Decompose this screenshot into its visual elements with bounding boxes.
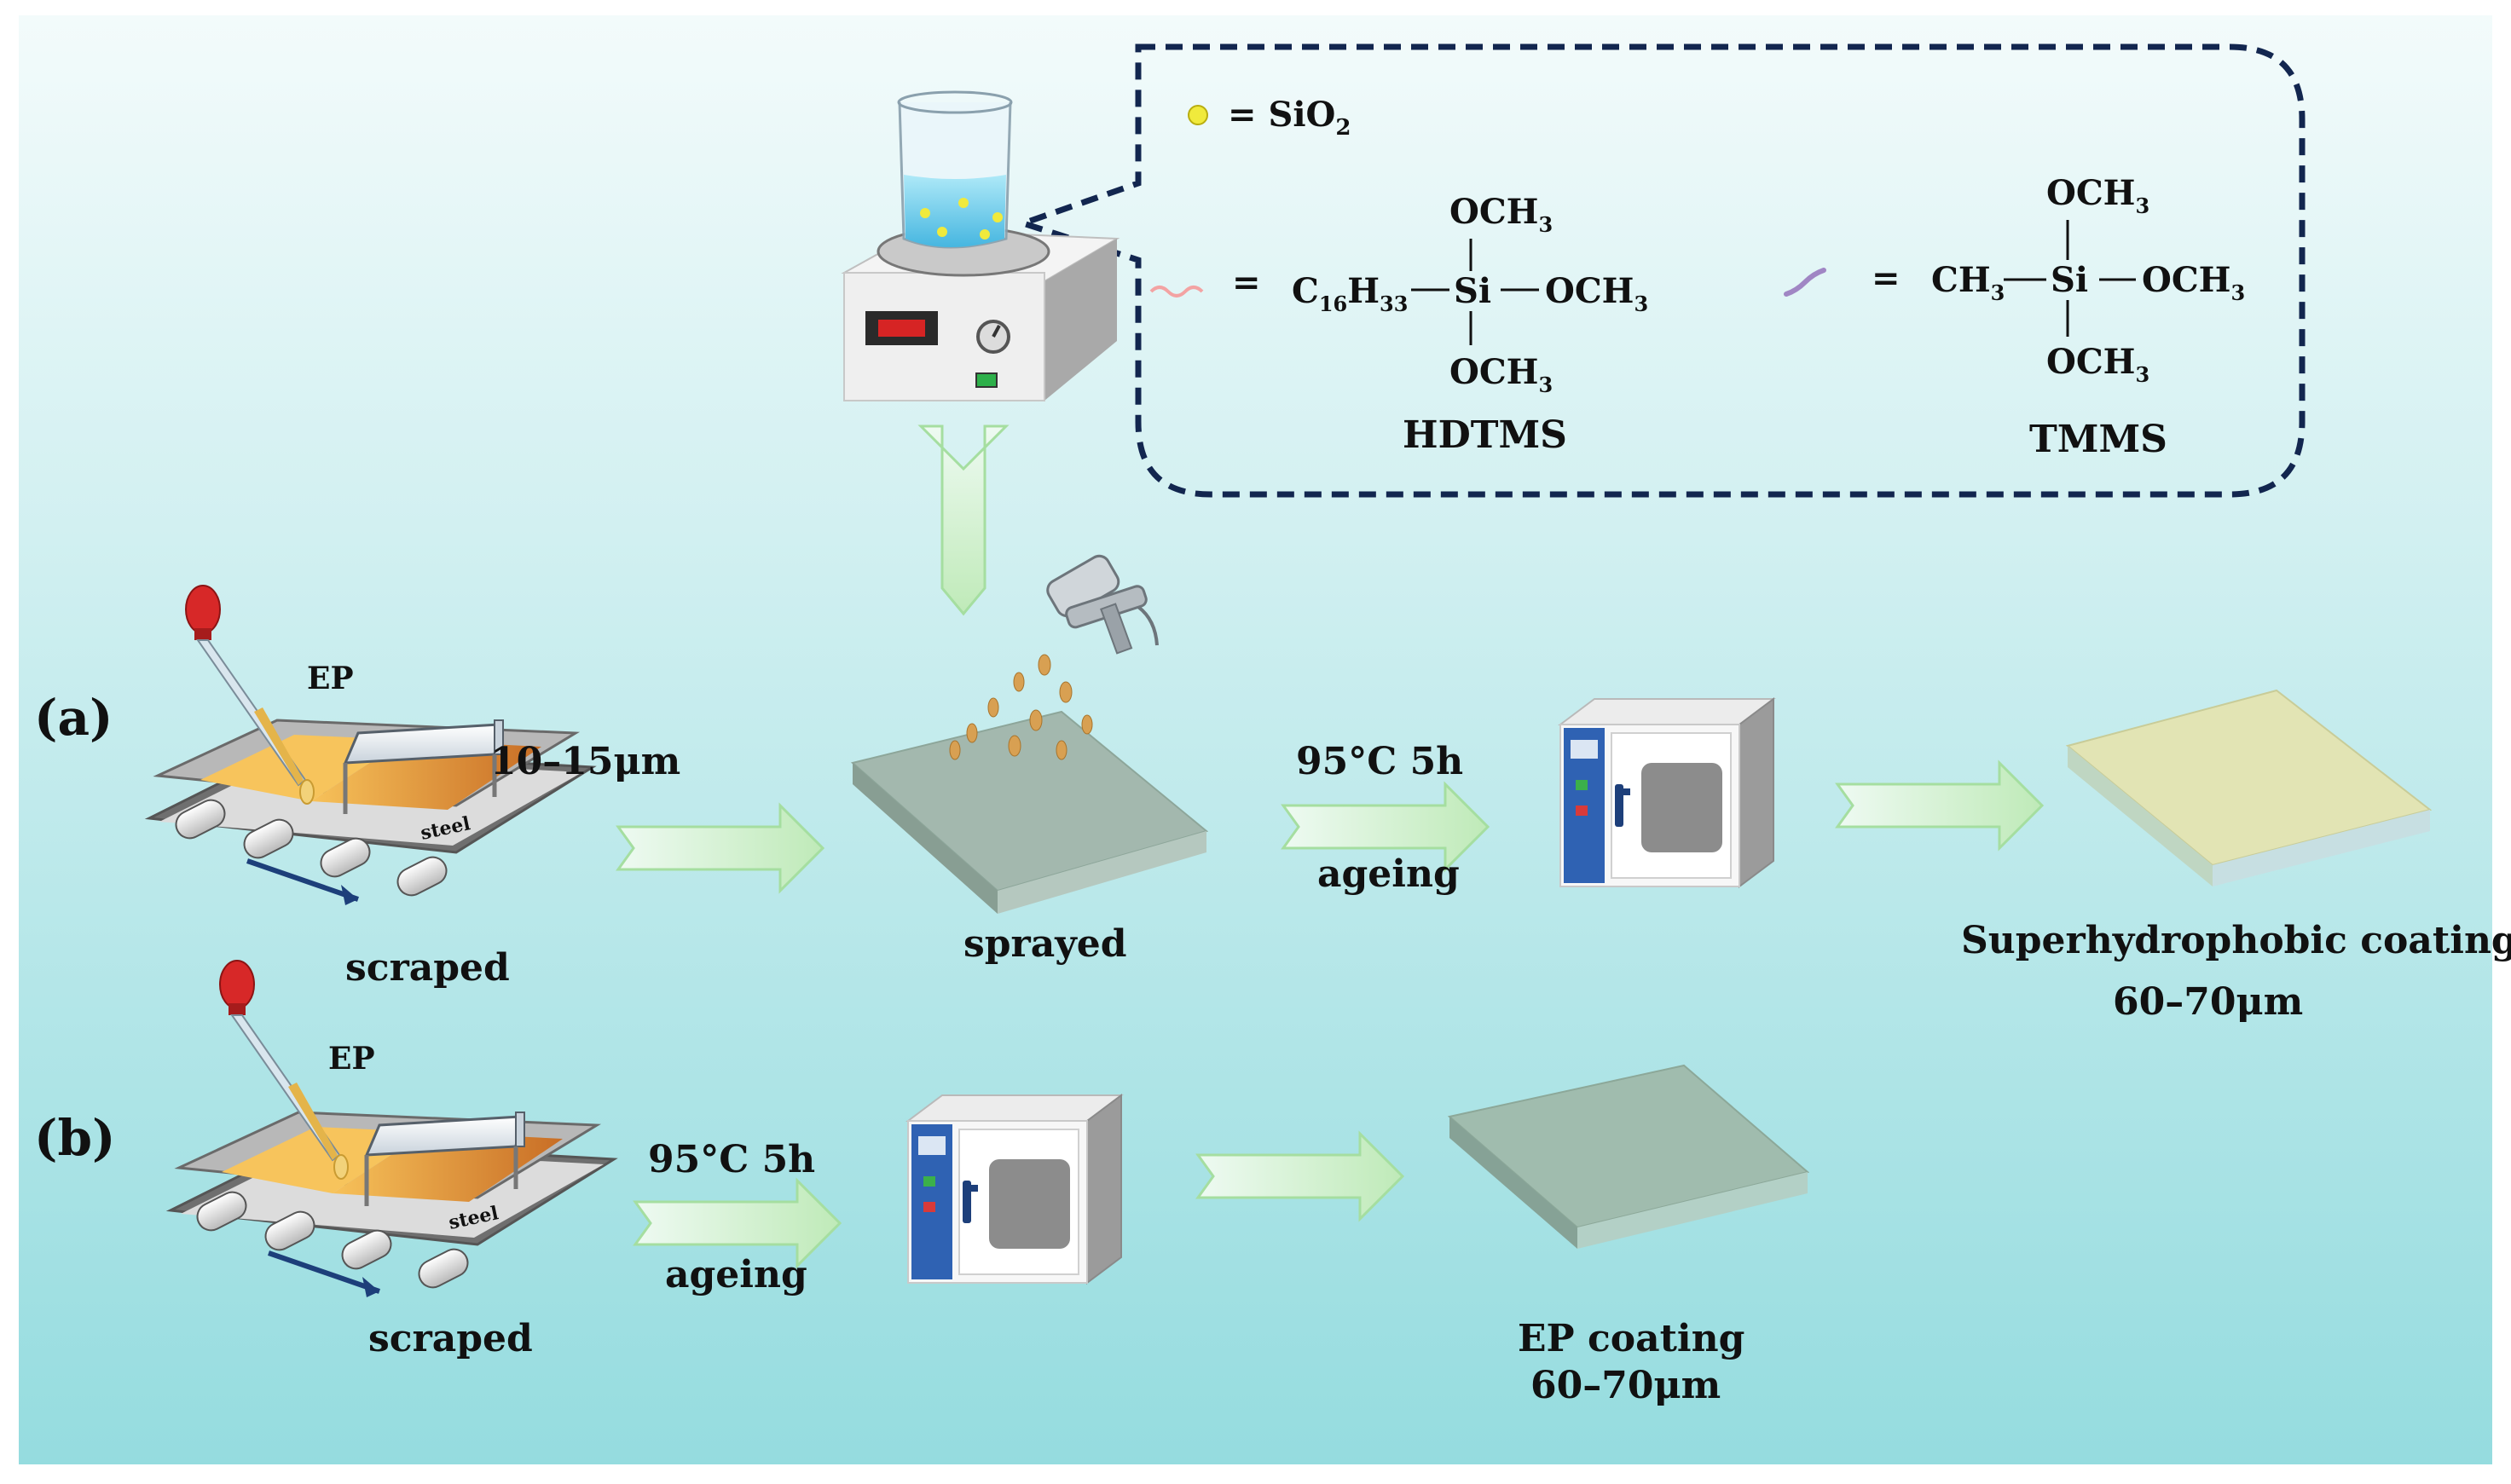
tmms-och3-top: OCH3 bbox=[2046, 173, 2149, 218]
tmms-equals: = bbox=[1872, 258, 1901, 298]
superhydrophobic-thickness: 60–70μm bbox=[2113, 980, 2303, 1024]
temp-label-b: 95°C 5h bbox=[648, 1138, 815, 1181]
oven-a bbox=[1559, 698, 1774, 887]
ep-coating-thickness: 60–70μm bbox=[1530, 1364, 1721, 1407]
hdtms-equals: = bbox=[1232, 263, 1261, 303]
hdtms-och3-right: OCH3 bbox=[1545, 271, 1648, 316]
hdtms-chain-formula: C16H33 bbox=[1292, 271, 1408, 316]
ep-label-b: EP bbox=[328, 1041, 375, 1077]
scraped-label-a: scraped bbox=[345, 946, 510, 990]
spray-gun-icon bbox=[1046, 554, 1159, 655]
reagent-legend: = SiO2 = C16H33 Si OCH3 OCH3 OCH3 HDTMS … bbox=[1013, 43, 2306, 498]
sprayed-label: sprayed bbox=[963, 922, 1127, 966]
down-arrow bbox=[917, 424, 1010, 616]
panel-b-label: (b) bbox=[34, 1109, 115, 1167]
tmms-ch3: CH3 bbox=[1931, 260, 2005, 305]
hdtms-och3-top: OCH3 bbox=[1449, 192, 1553, 237]
ep-coating-plate bbox=[1447, 1064, 1810, 1249]
scraped-label-b: scraped bbox=[368, 1317, 533, 1360]
magnetic-stirrer-beaker bbox=[841, 90, 1120, 401]
tmms-name: TMMS bbox=[2029, 418, 2167, 461]
panel-a-label: (a) bbox=[34, 689, 113, 747]
wet-thickness-label: 10–15μm bbox=[490, 740, 680, 783]
hdtms-si: Si bbox=[1454, 271, 1491, 311]
oven-b bbox=[907, 1094, 1122, 1284]
hdtms-chain-icon bbox=[1149, 286, 1204, 297]
sio2-label: = SiO2 bbox=[1228, 95, 1351, 141]
tmms-och3-right: OCH3 bbox=[2142, 260, 2245, 305]
ageing-label-a: ageing bbox=[1317, 852, 1460, 896]
superhydrophobic-plate bbox=[2065, 689, 2433, 886]
ep-label-a: EP bbox=[307, 661, 354, 696]
ageing-label-b: ageing bbox=[665, 1253, 807, 1296]
superhydrophobic-title: Superhydrophobic coating bbox=[1961, 919, 2511, 962]
hdtms-name: HDTMS bbox=[1403, 413, 1567, 457]
tmms-si: Si bbox=[2051, 260, 2088, 300]
ep-coating-title: EP coating bbox=[1518, 1317, 1744, 1360]
sprayed-plate bbox=[850, 654, 1209, 914]
sio2-particle-icon bbox=[1188, 105, 1208, 125]
temp-label-a: 95°C 5h bbox=[1296, 740, 1463, 783]
hdtms-och3-bottom: OCH3 bbox=[1449, 352, 1553, 397]
tmms-chain-icon bbox=[1784, 268, 1826, 297]
tmms-och3-bottom: OCH3 bbox=[2046, 342, 2149, 387]
